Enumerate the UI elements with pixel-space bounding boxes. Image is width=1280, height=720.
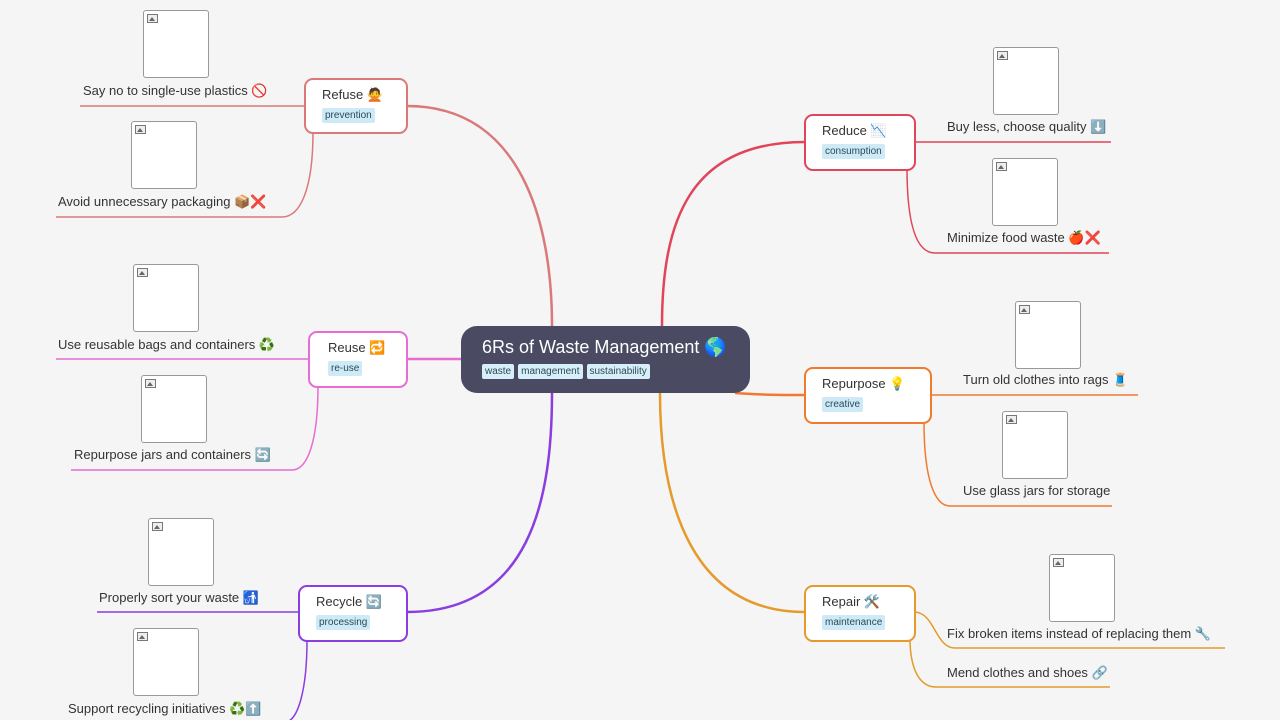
image-placeholder[interactable] — [1049, 554, 1115, 622]
branch-repair[interactable]: Repair 🛠️ maintenance — [804, 585, 916, 642]
link-reuse-leaf-2 — [71, 385, 319, 471]
leaf-reuse-1[interactable]: Use reusable bags and containers ♻️ — [58, 337, 276, 352]
image-icon — [145, 379, 156, 388]
tag-waste[interactable]: waste — [482, 364, 515, 379]
branch-label: Repurpose 💡 — [822, 376, 906, 391]
branch-tag[interactable]: maintenance — [822, 615, 886, 630]
image-placeholder[interactable] — [148, 518, 214, 586]
image-icon — [1006, 415, 1017, 424]
image-placeholder[interactable] — [131, 121, 197, 189]
tag-management[interactable]: management — [518, 364, 583, 379]
tag-sustainability[interactable]: sustainability — [586, 364, 650, 379]
image-icon — [996, 162, 1007, 171]
branch-tag[interactable]: re-use — [328, 361, 363, 376]
link-center-reduce — [660, 140, 806, 327]
branch-tag[interactable]: consumption — [822, 144, 885, 159]
link-repurpose-leaf-2 — [923, 421, 1112, 507]
image-placeholder[interactable] — [143, 10, 209, 78]
leaf-repair-2[interactable]: Mend clothes and shoes 🔗 — [947, 665, 1108, 680]
image-placeholder[interactable] — [1015, 301, 1081, 369]
branch-reuse[interactable]: Reuse 🔁 re-use — [308, 331, 408, 388]
branch-refuse[interactable]: Refuse 🙅 prevention — [304, 78, 408, 134]
branch-tag[interactable]: prevention — [322, 108, 375, 123]
image-icon — [997, 51, 1008, 60]
image-icon — [152, 522, 163, 531]
leaf-repurpose-1[interactable]: Turn old clothes into rags 🧵 — [963, 372, 1129, 387]
link-repair-leaf-1 — [913, 611, 1225, 649]
link-repair-leaf-2 — [909, 637, 1110, 688]
leaf-reduce-1[interactable]: Buy less, choose quality ⬇️ — [947, 119, 1107, 134]
central-topic[interactable]: 6Rs of Waste Management 🌎 waste manageme… — [461, 326, 750, 393]
leaf-refuse-2[interactable]: Avoid unnecessary packaging 📦❌ — [58, 194, 267, 209]
image-icon — [1019, 305, 1030, 314]
image-placeholder[interactable] — [1002, 411, 1068, 479]
central-topic-title: 6Rs of Waste Management 🌎 — [482, 337, 727, 357]
leaf-reduce-2[interactable]: Minimize food waste 🍎❌ — [947, 230, 1101, 245]
image-placeholder[interactable] — [141, 375, 207, 443]
image-icon — [1053, 558, 1064, 567]
image-placeholder[interactable] — [133, 264, 199, 332]
image-icon — [137, 268, 148, 277]
leaf-recycle-1[interactable]: Properly sort your waste 🚮 — [99, 590, 259, 605]
leaf-reuse-2[interactable]: Repurpose jars and containers 🔄 — [74, 447, 271, 462]
branch-repurpose[interactable]: Repurpose 💡 creative — [804, 367, 932, 424]
image-placeholder[interactable] — [993, 47, 1059, 115]
image-icon — [147, 14, 158, 23]
leaf-refuse-1[interactable]: Say no to single-use plastics 🚫 — [83, 83, 268, 98]
branch-tag[interactable]: creative — [822, 397, 864, 412]
central-topic-tags: waste management sustainability — [482, 364, 750, 379]
leaf-repurpose-2[interactable]: Use glass jars for storage — [963, 483, 1111, 498]
image-icon — [135, 125, 146, 134]
link-reduce-leaf-2 — [906, 167, 1109, 254]
branch-label: Reuse 🔁 — [328, 340, 386, 355]
link-recycle-leaf-2 — [288, 639, 308, 720]
leaf-repair-1[interactable]: Fix broken items instead of replacing th… — [947, 626, 1212, 641]
link-center-repair — [658, 392, 806, 614]
link-center-recycle — [406, 392, 554, 614]
image-placeholder[interactable] — [133, 628, 199, 696]
branch-recycle[interactable]: Recycle 🔄 processing — [298, 585, 408, 642]
branch-label: Repair 🛠️ — [822, 594, 881, 609]
branch-label: Reduce 📉 — [822, 123, 887, 138]
link-center-refuse — [406, 104, 554, 327]
link-refuse-leaf-2 — [56, 131, 314, 218]
leaf-recycle-2[interactable]: Support recycling initiatives ♻️⬆️ — [68, 701, 262, 716]
branch-label: Refuse 🙅 — [322, 87, 383, 102]
branch-label: Recycle 🔄 — [316, 594, 383, 609]
image-placeholder[interactable] — [992, 158, 1058, 226]
branch-reduce[interactable]: Reduce 📉 consumption — [804, 114, 916, 171]
link-center-repurpose — [734, 391, 806, 397]
branch-tag[interactable]: processing — [316, 615, 371, 630]
image-icon — [137, 632, 148, 641]
